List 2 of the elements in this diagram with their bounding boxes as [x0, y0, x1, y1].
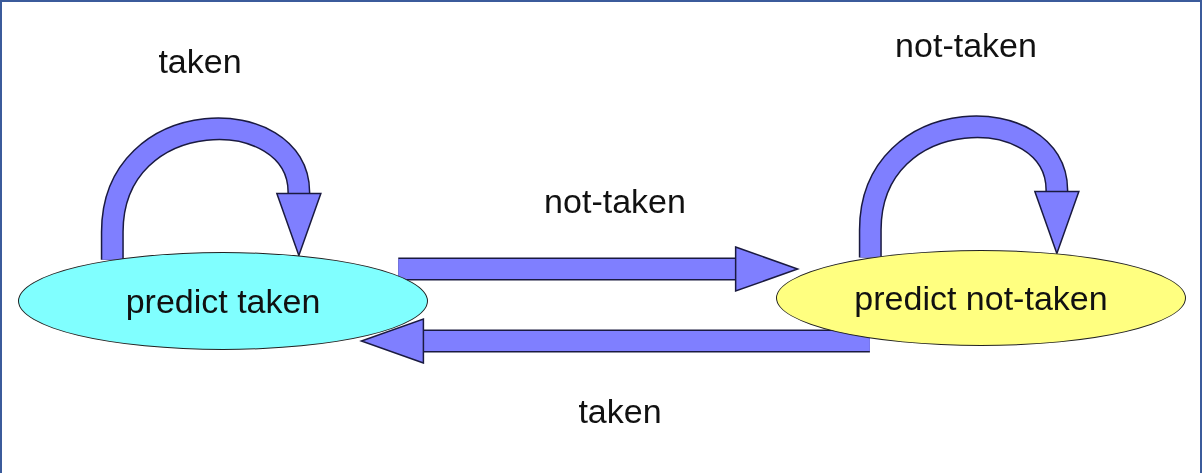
state-label: predict taken: [125, 281, 321, 321]
state-label: predict not-taken: [854, 278, 1108, 318]
